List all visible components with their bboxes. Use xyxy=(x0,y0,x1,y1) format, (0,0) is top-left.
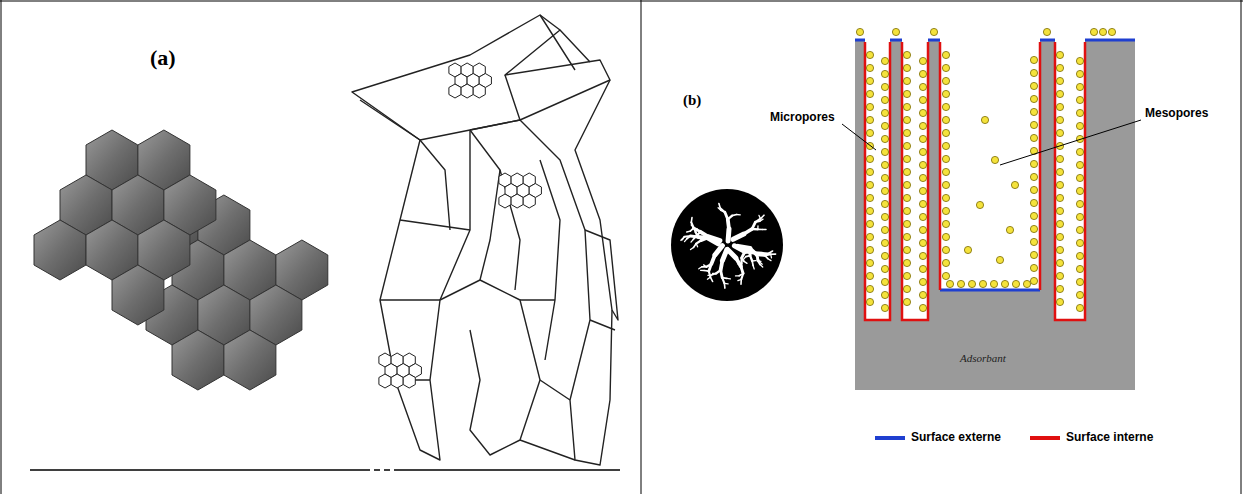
leader-line xyxy=(842,124,876,150)
pore-network xyxy=(681,204,776,289)
frame-line xyxy=(0,1,1243,2)
leader-line xyxy=(1000,120,1141,165)
panel-label: (a) xyxy=(150,45,176,71)
callout-label: Micropores xyxy=(770,110,835,124)
crumpled-sheets xyxy=(352,15,618,465)
region-label: Adsorbant xyxy=(960,352,1006,364)
frame-line xyxy=(30,469,620,471)
legend-text: Surface interne xyxy=(1066,430,1153,444)
legend-swatch xyxy=(875,436,905,440)
legend-swatch xyxy=(1030,436,1060,440)
adsorbent-body xyxy=(855,40,1135,390)
frame-line xyxy=(1241,0,1242,494)
frame-line xyxy=(641,0,642,494)
panel-label: (b) xyxy=(683,92,701,109)
legend-text: Surface externe xyxy=(911,430,1001,444)
porous-particle xyxy=(671,189,783,301)
internal-surface xyxy=(865,42,1085,320)
callout-label: Mesopores xyxy=(1145,106,1208,120)
frame-line xyxy=(1,0,2,494)
adsorbate-molecules xyxy=(856,28,1115,311)
external-surface xyxy=(855,40,1135,290)
graphene-cluster xyxy=(379,63,542,388)
pore-slots xyxy=(865,40,1085,320)
graphene-layer xyxy=(34,130,216,325)
